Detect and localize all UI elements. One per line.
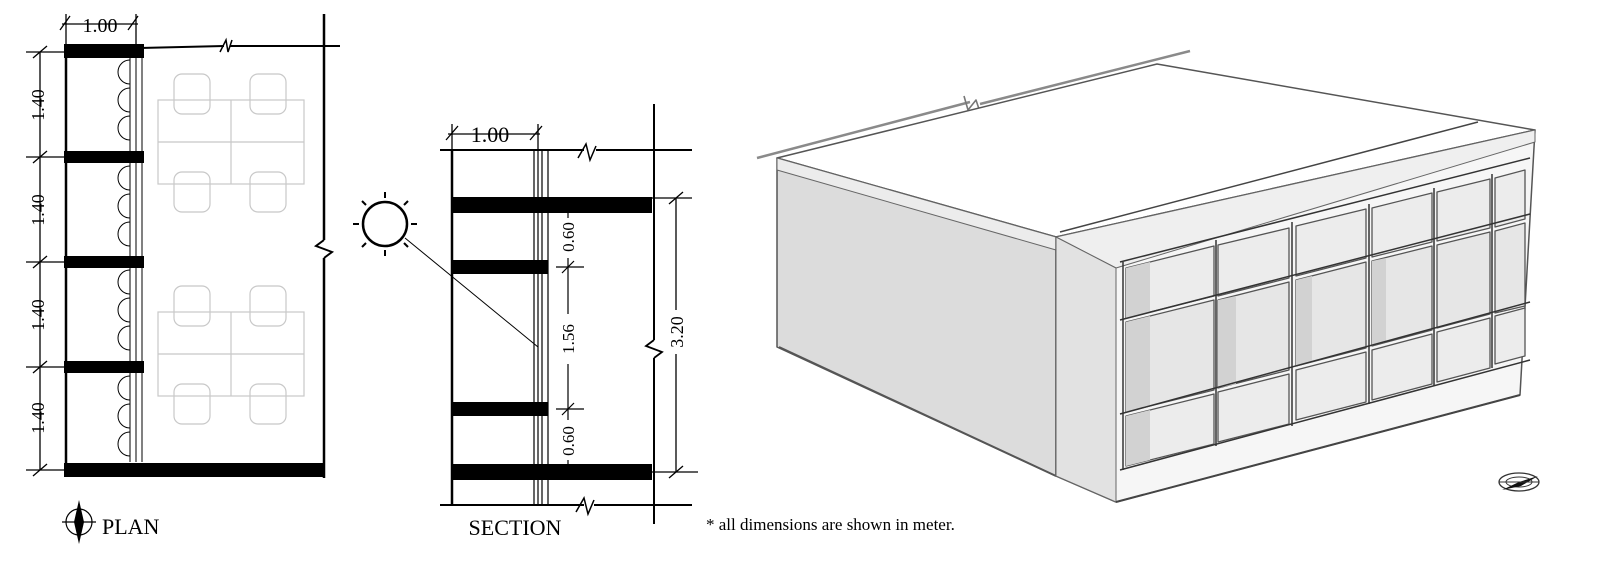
plan-left-dimension [26, 45, 66, 477]
plan-slabs [64, 44, 324, 477]
building-3d-model [756, 49, 1536, 503]
plan-furniture [157, 73, 305, 425]
north-arrow-icon [62, 500, 96, 544]
plan-walls [64, 14, 340, 478]
compass-icon [1498, 472, 1540, 492]
shading-box-shadows [1126, 258, 1386, 466]
plan-drawing: 1.00 [26, 14, 340, 544]
plan-bay-height-4: 1.40 [28, 402, 48, 434]
section-top-dimension [445, 124, 543, 150]
section-walls [440, 104, 692, 524]
section-label: SECTION [469, 515, 562, 540]
section-top-width: 1.00 [471, 122, 510, 147]
section-dim-sill: 0.60 [559, 222, 578, 252]
section-slabs [452, 197, 652, 480]
plan-door-swings [117, 59, 131, 457]
dimensions-note: * all dimensions are shown in meter. [706, 515, 955, 534]
plan-top-dimension [59, 14, 139, 46]
sun-icon [353, 192, 417, 256]
plan-bay-height-2: 1.40 [28, 194, 48, 226]
shading-box-frame [1119, 157, 1531, 471]
plan-label: PLAN [102, 514, 160, 539]
section-overall-height: 3.20 [667, 316, 687, 348]
plan-bay-height-3: 1.40 [28, 299, 48, 331]
sun-ray-line [404, 237, 539, 348]
dim-mask-1 [560, 218, 578, 258]
section-dim-window: 1.56 [559, 324, 578, 354]
dim-mask-4 [667, 310, 685, 354]
dim-mask-2 [560, 314, 578, 364]
dim-mask-3 [560, 420, 578, 460]
section-drawing: 1.00 [440, 104, 698, 540]
plan-bay-height-1: 1.40 [28, 89, 48, 121]
plan-top-width: 1.00 [83, 15, 118, 37]
section-dim-lower: 0.60 [559, 426, 578, 456]
